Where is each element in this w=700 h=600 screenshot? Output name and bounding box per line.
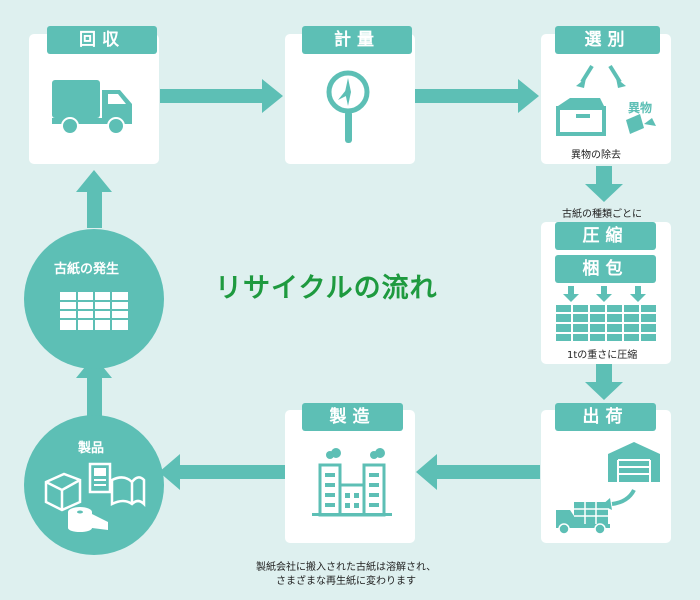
arrow-sort-to-compress <box>585 166 623 202</box>
by-type-label: 古紙の種類ごとに <box>562 209 642 220</box>
products-icon <box>44 462 146 532</box>
generation-label: 古紙の発生 <box>54 262 120 277</box>
diagram-title: リサイクルの流れ <box>215 273 438 304</box>
factory-icon <box>312 448 392 517</box>
arrow-measure-to-sort <box>414 79 539 113</box>
sort-tab: 選別 <box>555 26 660 54</box>
sort-card <box>541 34 671 164</box>
arrow-compress-to-ship <box>585 362 623 400</box>
arrow-collect-to-measure <box>160 79 283 113</box>
foreign-label: 異物 <box>628 101 653 115</box>
bale-icon <box>555 286 657 343</box>
note-line2: さまざまな再生紙に変わります <box>276 576 416 587</box>
measure-tab: 計量 <box>302 26 412 54</box>
ship-tab: 出荷 <box>555 403 656 431</box>
manufacture-card <box>285 410 415 543</box>
products-label: 製品 <box>78 441 105 456</box>
manufacture-tab: 製造 <box>302 403 403 431</box>
shipping-icon <box>556 442 660 535</box>
arrow-manufacture-to-products <box>159 454 285 490</box>
paper-stack-icon <box>60 292 128 330</box>
collect-tab: 回収 <box>47 26 157 54</box>
compress-tab: 圧縮 <box>555 222 656 250</box>
arrow-generation-to-collect <box>76 170 112 228</box>
arrow-products-to-generation <box>76 356 112 418</box>
truck-icon <box>52 80 132 135</box>
scale-icon <box>326 70 370 143</box>
arrow-ship-to-manufacture <box>416 454 540 490</box>
weight-label: 1tの重さに圧縮 <box>567 350 638 361</box>
note-line1: 製紙会社に搬入された古紙は溶解され、 <box>256 562 437 573</box>
bale-tab: 梱包 <box>555 255 656 283</box>
sorting-icon <box>556 64 656 136</box>
foreign-removal-label: 異物の除去 <box>571 150 621 161</box>
